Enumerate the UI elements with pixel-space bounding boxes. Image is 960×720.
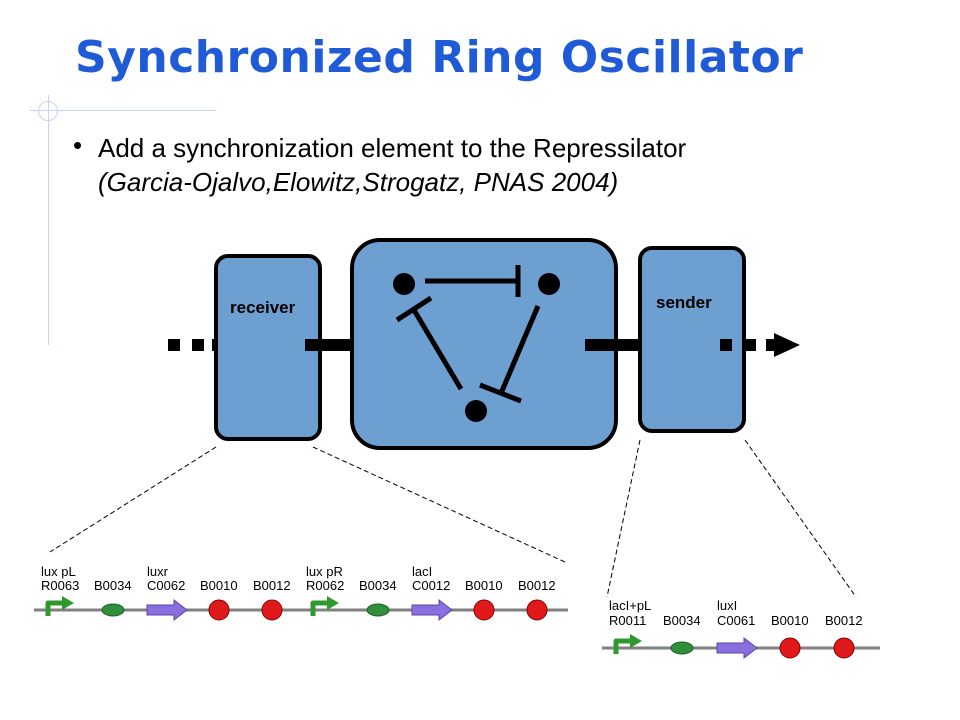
output-dashed-arrow: [720, 333, 800, 357]
part-id-label: B0034: [663, 613, 701, 628]
part-id-label: R0011: [609, 613, 646, 628]
part-id-label: B0010: [200, 578, 238, 593]
terminator-icon: [208, 599, 230, 621]
promoter-arrowhead-icon: [630, 634, 642, 648]
terminator-icon: [833, 637, 855, 659]
part-id-label: C0012: [412, 578, 450, 593]
part-id-label: C0062: [147, 578, 185, 593]
part-id-label: B0010: [465, 578, 503, 593]
promoter-icon: [45, 600, 64, 616]
part-name-label: luxI: [717, 598, 737, 613]
node-bottom: [465, 400, 487, 422]
part-name-label: lacI+pL: [609, 598, 651, 613]
part-rbs: B0034: [94, 578, 132, 617]
rbs-icon: [366, 603, 390, 617]
part-name-label: lux pL: [41, 564, 76, 579]
receiver-label: receiver: [230, 298, 296, 317]
receiver-box: [214, 254, 322, 441]
rbs-icon: [670, 641, 694, 655]
node-top-left: [393, 273, 415, 295]
part-rbs: B0034: [663, 613, 701, 655]
promoter-icon: [310, 600, 329, 616]
part-id-label: B0012: [825, 613, 863, 628]
citation: (Garcia-Ojalvo,Elowitz,Strogatz, PNAS 20…: [98, 167, 619, 197]
terminator-icon: [473, 599, 495, 621]
part-terminator: B0012: [825, 613, 863, 659]
node-top-right: [538, 273, 560, 295]
terminator-icon: [526, 599, 548, 621]
terminator-icon: [779, 637, 801, 659]
part-id-label: B0012: [518, 578, 556, 593]
decorative-vertical-line: [48, 95, 49, 345]
bullet-item: Add a synchronization element to the Rep…: [98, 131, 686, 199]
promoter-icon: [613, 638, 632, 654]
part-id-label: C0061: [717, 613, 755, 628]
repressilator-network: [393, 265, 560, 422]
part-id-label: R0063: [41, 578, 79, 593]
part-id-label: R0062: [306, 578, 344, 593]
zoom-guides: [49, 439, 857, 598]
terminator-icon: [261, 599, 283, 621]
part-id-label: B0034: [94, 578, 132, 593]
decorative-circle: [38, 101, 58, 121]
part-name-label: luxr: [147, 564, 169, 579]
promoter-arrowhead-icon: [327, 596, 339, 610]
part-name-label: lux pR: [306, 564, 343, 579]
coding-sequence-arrow-icon: [146, 598, 188, 622]
slide-title: Synchronized Ring Oscillator: [75, 32, 804, 83]
part-name-label: lacI: [412, 564, 432, 579]
rbs-icon: [101, 603, 125, 617]
part-terminator: B0012: [253, 578, 291, 621]
promoter-arrowhead-icon: [62, 596, 74, 610]
bullet-marker: •: [73, 130, 83, 160]
coding-sequence-arrow-icon: [411, 598, 453, 622]
part-id-label: B0034: [359, 578, 397, 593]
sender-label: sender: [656, 293, 712, 312]
part-rbs: B0034: [359, 578, 397, 617]
bullet-text: Add a synchronization element to the Rep…: [98, 133, 687, 163]
part-terminator: B0012: [518, 578, 556, 621]
coding-sequence-arrow-icon: [716, 636, 758, 660]
part-terminator: B0010: [771, 613, 809, 659]
part-terminator: B0010: [465, 578, 503, 621]
decorative-horizontal-line: [30, 110, 216, 111]
part-id-label: B0010: [771, 613, 809, 628]
part-id-label: B0012: [253, 578, 291, 593]
part-terminator: B0010: [200, 578, 238, 621]
